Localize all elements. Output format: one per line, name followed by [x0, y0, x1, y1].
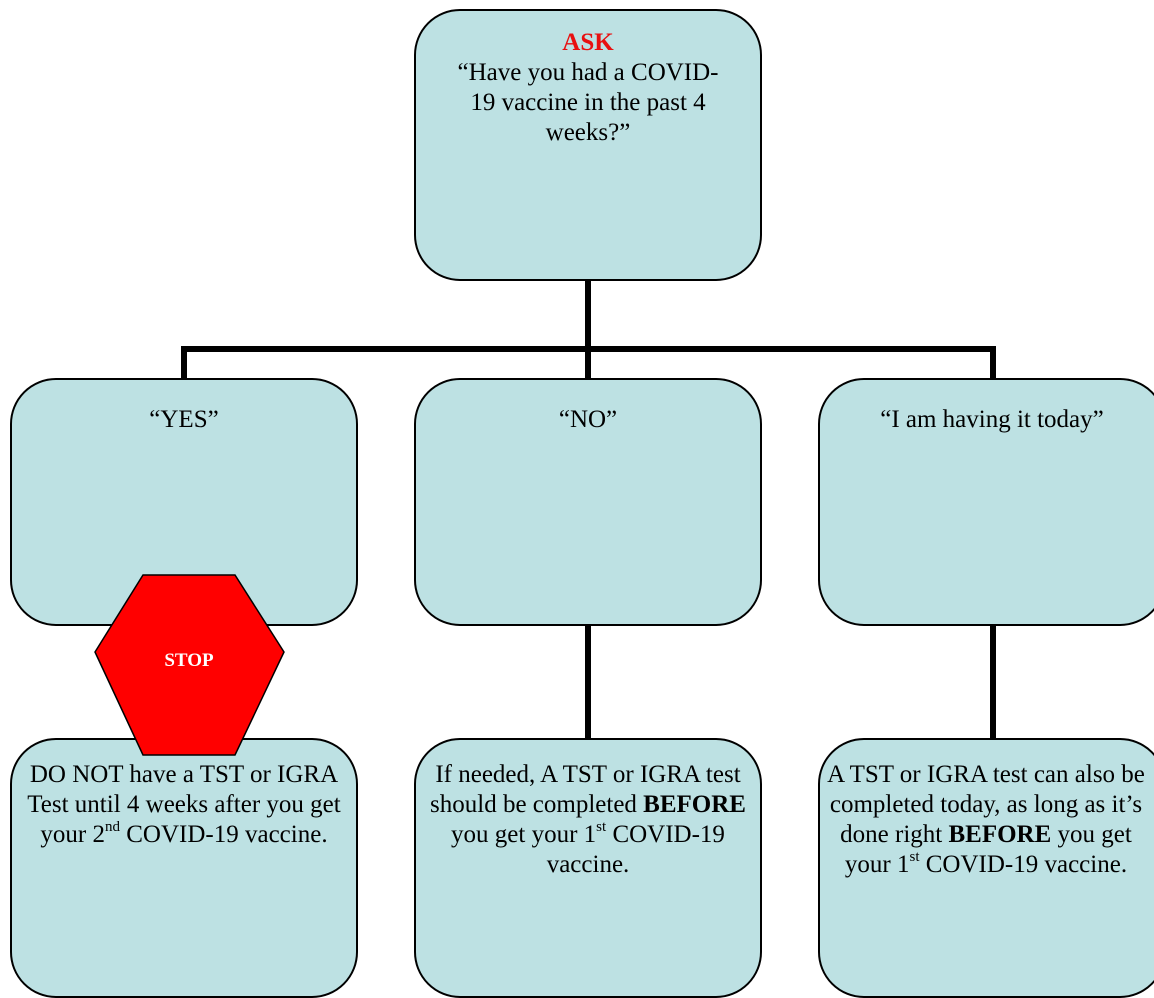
- stop-label: STOP: [164, 650, 214, 671]
- result-today-text: A TST or IGRA test can also be completed…: [827, 761, 1145, 878]
- connector-to-no: [585, 346, 591, 378]
- ask-label: ASK: [562, 29, 614, 56]
- stop-sign-icon: STOP: [94, 574, 286, 756]
- answer-no-box: “NO”: [414, 378, 762, 626]
- result-yes-text: DO NOT have a TST or IGRA Test until 4 w…: [27, 761, 341, 848]
- result-yes-box: DO NOT have a TST or IGRA Test until 4 w…: [10, 738, 358, 998]
- connector-to-today: [990, 346, 996, 378]
- connector-today-to-result: [990, 626, 996, 738]
- answer-today-label: “I am having it today”: [880, 406, 1104, 433]
- result-no-text: If needed, A TST or IGRA test should be …: [430, 761, 746, 878]
- answer-yes-label: “YES”: [149, 406, 219, 433]
- connector-top-vertical: [585, 281, 591, 351]
- connector-to-yes: [181, 346, 187, 378]
- stop-sign-shape: [94, 574, 285, 756]
- connector-no-to-result: [585, 626, 591, 738]
- question-box: ASK “Have you had a COVID-19 vaccine in …: [414, 9, 762, 281]
- result-today-box: A TST or IGRA test can also be completed…: [818, 738, 1154, 998]
- answer-no-label: “NO”: [558, 406, 618, 433]
- answer-today-box: “I am having it today”: [818, 378, 1154, 626]
- question-text: “Have you had a COVID-19 vaccine in the …: [457, 59, 719, 146]
- result-no-box: If needed, A TST or IGRA test should be …: [414, 738, 762, 998]
